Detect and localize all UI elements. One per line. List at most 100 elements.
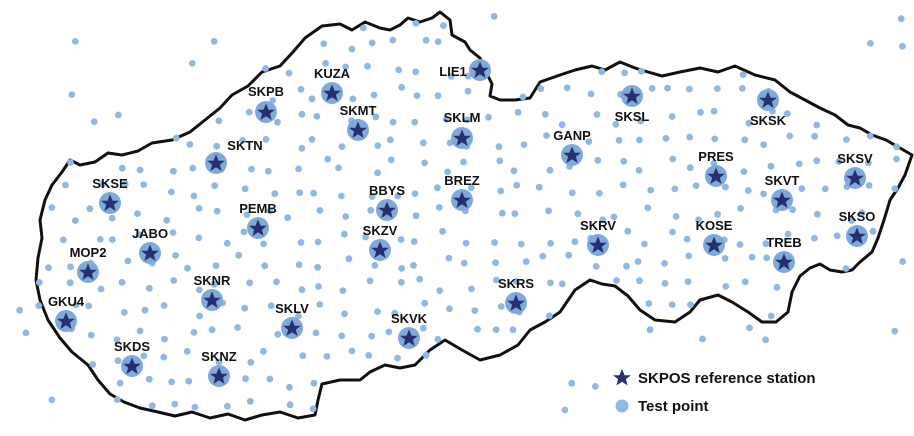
station-jabo: JABO <box>132 226 168 264</box>
test-point <box>273 278 280 286</box>
test-point <box>592 383 599 390</box>
test-point <box>368 39 376 47</box>
test-point <box>389 118 397 126</box>
test-point <box>714 210 721 218</box>
test-point <box>140 181 148 189</box>
test-point <box>261 262 269 270</box>
test-point <box>511 210 519 218</box>
test-point <box>594 156 602 164</box>
test-point <box>711 135 719 143</box>
test-point <box>419 139 427 147</box>
test-point <box>858 209 866 217</box>
legend: SKPOS reference station Test point <box>613 369 816 415</box>
test-point <box>308 95 316 103</box>
test-point <box>596 189 603 197</box>
test-point <box>543 132 550 140</box>
test-point <box>748 253 756 261</box>
test-point <box>474 325 481 333</box>
test-point <box>664 84 671 92</box>
station-label: BBYS <box>369 183 405 198</box>
test-point <box>345 255 353 263</box>
test-point <box>593 111 601 118</box>
test-point <box>340 230 348 238</box>
station-brez: BREZ <box>444 173 480 211</box>
test-point <box>246 397 254 405</box>
test-point <box>374 142 382 150</box>
test-point <box>460 259 468 267</box>
test-point <box>163 216 171 224</box>
station-label: SKSK <box>750 113 787 128</box>
test-point <box>798 185 806 193</box>
legend-station-label: SKPOS reference station <box>638 370 816 387</box>
test-point <box>135 231 143 239</box>
test-point <box>298 286 306 294</box>
test-point <box>365 352 373 359</box>
test-point <box>374 169 381 177</box>
station-star-icon <box>207 154 225 171</box>
station-label: SKSO <box>839 209 876 224</box>
test-point <box>121 180 129 188</box>
test-point <box>442 115 450 123</box>
test-point <box>867 40 874 47</box>
test-point <box>349 95 357 103</box>
test-point <box>421 299 429 307</box>
test-point <box>170 277 178 284</box>
station-bbys: BBYS <box>369 183 405 221</box>
test-point <box>140 352 148 360</box>
test-point <box>568 379 576 387</box>
station-skvk: SKVK <box>391 311 428 349</box>
test-point <box>445 254 453 262</box>
test-point <box>116 379 124 387</box>
test-point <box>170 167 177 175</box>
station-star-icon <box>323 84 341 101</box>
station-label: PEMB <box>239 201 277 216</box>
test-point <box>45 264 52 272</box>
test-point <box>185 377 193 385</box>
station-label: SKVK <box>391 311 428 326</box>
test-point <box>644 204 652 212</box>
legend-test-point-icon <box>615 399 629 413</box>
test-point <box>411 190 419 198</box>
test-point <box>435 204 443 211</box>
test-point <box>517 240 525 248</box>
station-star-icon <box>707 167 725 184</box>
test-point <box>668 113 676 120</box>
test-point <box>320 40 328 48</box>
test-point <box>210 281 218 288</box>
test-point <box>247 358 255 366</box>
test-point <box>763 254 771 262</box>
test-point <box>439 227 446 235</box>
test-point <box>416 275 424 283</box>
test-point <box>190 329 198 336</box>
test-point <box>440 22 447 29</box>
test-point <box>374 308 381 315</box>
test-point <box>391 309 399 317</box>
station-star-icon <box>257 103 275 120</box>
test-point <box>397 236 405 243</box>
test-point <box>646 326 654 334</box>
test-point <box>420 324 427 332</box>
test-point <box>686 133 694 141</box>
station-kose: KOSE <box>696 218 733 256</box>
test-point <box>636 136 643 144</box>
test-point <box>359 24 367 32</box>
test-point <box>813 157 821 165</box>
station-sksk: SKSK <box>750 89 787 128</box>
test-point <box>496 157 504 165</box>
test-point <box>266 375 274 383</box>
station-star-icon <box>848 227 866 244</box>
test-point <box>296 189 304 197</box>
test-point <box>621 69 628 77</box>
test-point <box>434 335 442 343</box>
test-point <box>113 336 121 344</box>
test-point <box>468 285 475 293</box>
test-point <box>635 167 643 174</box>
station-label: SKVT <box>765 173 800 188</box>
test-point <box>795 160 803 168</box>
station-sklv: SKLV <box>275 301 309 339</box>
test-point <box>741 278 749 286</box>
test-point <box>398 265 406 272</box>
test-point <box>434 92 442 100</box>
test-point <box>411 118 419 126</box>
test-point <box>613 277 620 284</box>
